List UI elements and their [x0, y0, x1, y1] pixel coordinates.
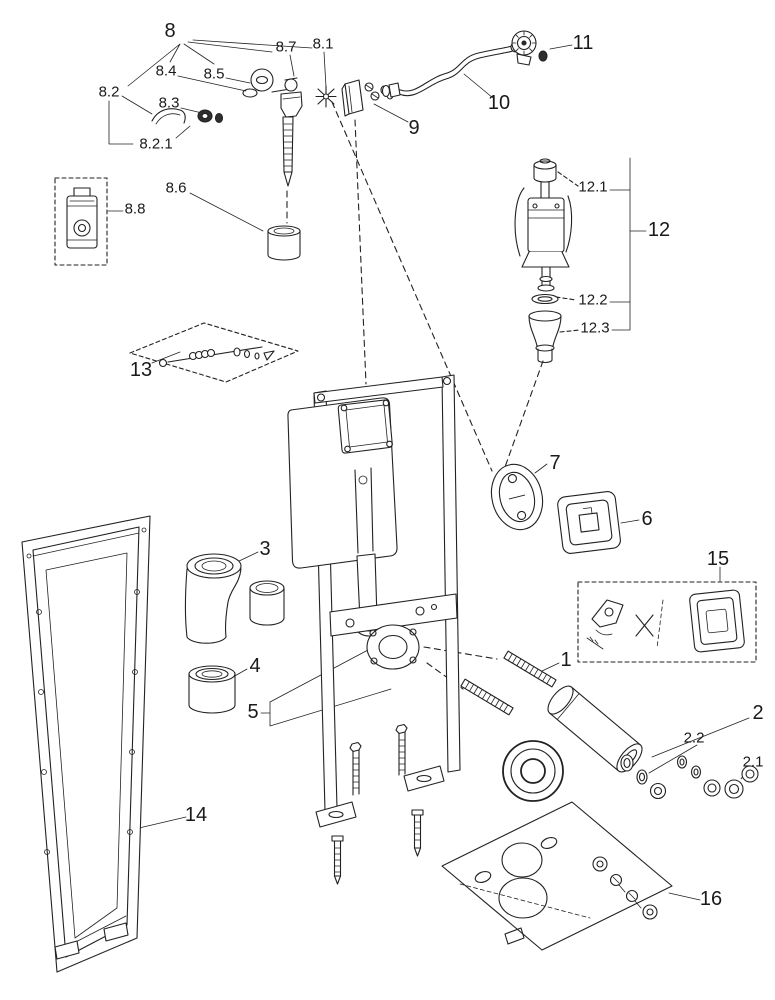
- part-3-outlet-bend: [184, 553, 285, 644]
- construction-lines: [286, 101, 581, 690]
- part-4-connector-sleeve: [188, 665, 236, 714]
- part-10-supply-pipe: [381, 41, 522, 98]
- part-label-12: 12: [647, 219, 671, 241]
- part-label-8-2: 8.2: [98, 83, 120, 101]
- part-label-8-1: 8.1: [312, 35, 334, 53]
- part-label-2-2: 2.2: [683, 729, 705, 747]
- part-label-1: 1: [560, 649, 572, 671]
- part-label-8-8: 8.8: [124, 200, 146, 218]
- part-8-fill-valve-assembly: [151, 68, 337, 261]
- part-label-11: 11: [572, 32, 594, 54]
- part-label-14: 14: [184, 804, 208, 826]
- part-label-8-5: 8.5: [203, 65, 225, 83]
- part-12-flush-valve-assembly: [514, 158, 573, 364]
- part-1-threaded-studs: [460, 650, 557, 716]
- part-16-sound-insulation-set: [441, 801, 673, 951]
- part-14-support-frame: [21, 515, 151, 973]
- part-label-13: 13: [129, 359, 153, 381]
- part-label-4: 4: [249, 655, 261, 677]
- part-label-12-1: 12.1: [578, 178, 608, 196]
- part-label-5: 5: [247, 701, 259, 723]
- part-15-service-kit: [577, 581, 757, 663]
- part-11-angle-valve: [511, 30, 548, 66]
- part-label-10: 10: [487, 92, 511, 114]
- part-label-2-1: 2.1: [742, 753, 764, 771]
- part-label-12-2: 12.2: [578, 291, 608, 309]
- part-label-8-2-1: 8.2.1: [139, 135, 173, 153]
- part-label-9: 9: [408, 117, 420, 139]
- part-label-8: 8: [164, 20, 176, 42]
- part-label-12-3: 12.3: [580, 319, 610, 337]
- part-7-oval-escutcheon: [490, 463, 544, 531]
- part-label-8-6: 8.6: [165, 179, 187, 197]
- part-label-8-3: 8.3: [158, 94, 180, 112]
- part-label-2: 2: [752, 702, 764, 724]
- part-label-16: 16: [699, 888, 723, 910]
- part-label-8-7: 8.7: [275, 38, 297, 56]
- part-13-fixing-set: [129, 322, 299, 383]
- part-label-7: 7: [549, 452, 561, 474]
- part-label-15: 15: [706, 548, 730, 570]
- part-8-8-valve-insert: [54, 177, 108, 266]
- part-label-3: 3: [259, 538, 271, 560]
- main-installation-frame: [287, 374, 461, 885]
- part-2-flush-pipe-set: [502, 685, 759, 802]
- part-6-mounting-frame: [557, 491, 621, 554]
- part-label-8-4: 8.4: [155, 62, 177, 80]
- part-label-6: 6: [641, 508, 653, 530]
